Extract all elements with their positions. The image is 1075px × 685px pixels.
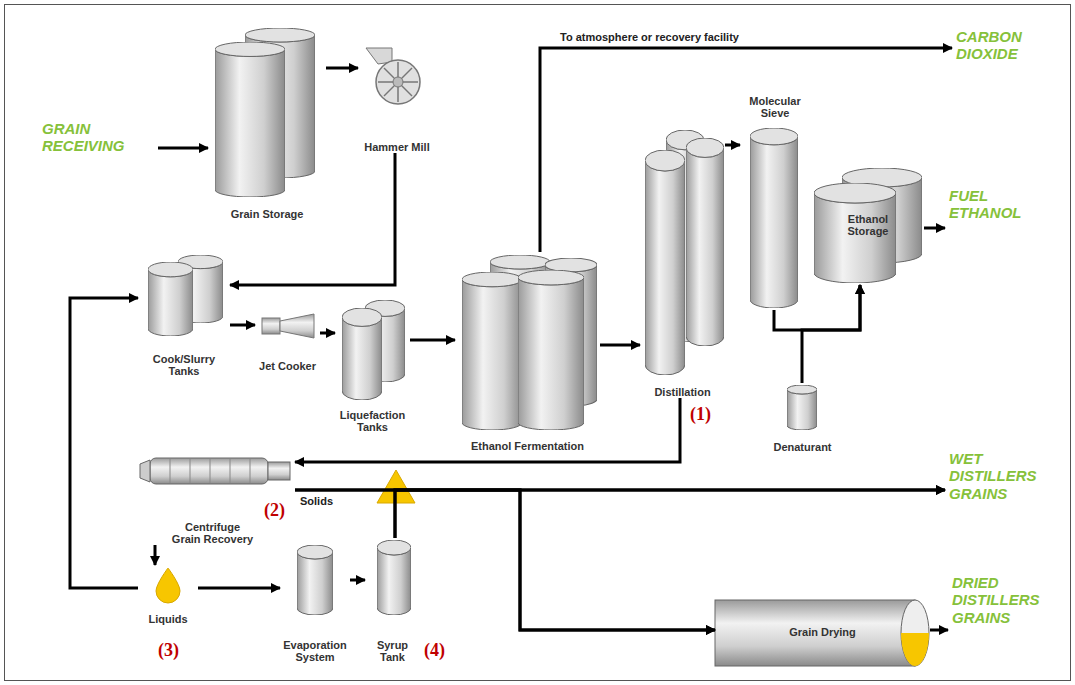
callout-number: (4) <box>424 640 445 661</box>
product-label-node: FUEL ETHANOL <box>945 185 1060 247</box>
evaporator <box>297 545 333 615</box>
flow-arrow <box>158 147 208 150</box>
equipment-node: Liquefaction Tanks <box>335 298 410 433</box>
centrifuge-cap <box>140 460 150 482</box>
product-label-node: GRAIN RECEIVING <box>38 118 158 178</box>
equipment-label: Grain Drying <box>789 626 856 638</box>
fermenter <box>518 270 584 430</box>
equipment-node: Cook/Slurry Tanks <box>138 252 230 377</box>
product-label: CARBON DIOXIDE <box>956 28 1060 63</box>
silo <box>215 42 285 197</box>
flow-arrow <box>725 144 740 147</box>
equipment-label: Distillation <box>654 386 710 398</box>
flow-arrow <box>540 48 952 252</box>
dryer-end <box>901 600 929 666</box>
flow-arrow <box>395 490 945 538</box>
equipment-label: Jet Cooker <box>259 360 316 372</box>
equipment-label: Liquefaction Tanks <box>335 409 410 433</box>
equipment-node: Grain Storage <box>208 25 326 220</box>
equipment-node: Syrup Tank <box>365 538 420 663</box>
equipment-label: Centrifuge Grain Recovery <box>170 521 255 545</box>
jet-cooker-cone <box>280 314 314 338</box>
callout-number: (3) <box>158 640 179 661</box>
equipment-label: Evaporation System <box>280 639 350 663</box>
equipment-node: Hammer Mill <box>358 45 436 153</box>
flow-label: Solids <box>300 495 333 507</box>
frame <box>5 5 1071 681</box>
flow-arrow <box>320 332 335 335</box>
column <box>686 138 724 346</box>
product-label: DRIED DISTILLERS GRAINS <box>952 574 1059 626</box>
flow-arrow <box>230 153 395 285</box>
column <box>645 150 685 375</box>
dryer-drum <box>715 600 915 666</box>
flow-label: To atmosphere or recovery facility <box>560 31 739 43</box>
equipment-label: Hammer Mill <box>364 141 429 153</box>
equipment-label: Cook/Slurry Tanks <box>138 353 230 377</box>
tank <box>342 308 382 400</box>
product-label-node: CARBON DIOXIDE <box>952 26 1064 84</box>
flow-arrow <box>198 587 280 590</box>
jet-cooker-body <box>262 318 280 334</box>
flow-arrow <box>802 285 860 383</box>
equipment-label: Molecular Sieve <box>740 95 810 119</box>
equipment-node: Ethanol Storage <box>812 165 924 285</box>
product-label: GRAIN RECEIVING <box>42 120 154 155</box>
equipment-node: Centrifuge Grain Recovery <box>135 450 295 545</box>
equipment-node: Distillation <box>640 128 725 398</box>
flow-arrow <box>600 344 640 347</box>
syrup-tank <box>377 540 411 615</box>
equipment-label: Ethanol Storage <box>837 213 899 237</box>
equipment-label: Liquids <box>148 613 187 625</box>
liquids-drop <box>156 568 180 603</box>
flow-arrow <box>326 67 358 70</box>
mill-blades <box>378 62 418 102</box>
equipment-node: Liquids <box>138 565 198 625</box>
equipment-node: Evaporation System <box>280 543 350 663</box>
equipment-label: Grain Storage <box>231 208 304 220</box>
flow-arrow <box>924 227 945 230</box>
product-label: WET DISTILLERS GRAINS <box>949 450 1059 502</box>
flow-arrow <box>395 490 715 630</box>
equipment-node: Molecular Sieve <box>740 95 810 310</box>
flow-arrow <box>295 490 715 630</box>
flow-arrow <box>295 398 680 462</box>
flow-arrow <box>70 298 138 588</box>
equipment-label: Denaturant <box>773 441 831 453</box>
denaturant-tank <box>787 385 817 430</box>
callout-number: (1) <box>690 404 711 425</box>
product-label-node: DRIED DISTILLERS GRAINS <box>948 572 1063 657</box>
mill-housing <box>376 60 420 104</box>
flow-arrow <box>410 339 455 342</box>
equipment-label: Ethanol Fermentation <box>471 440 584 452</box>
mill-hub <box>393 77 403 87</box>
sieve-vessel <box>750 128 798 308</box>
centrifuge-motor <box>268 462 290 480</box>
tank <box>148 262 193 336</box>
product-label-node: WET DISTILLERS GRAINS <box>945 448 1063 533</box>
flow-arrow <box>350 579 365 582</box>
centrifuge-ribs <box>170 459 250 483</box>
callout-number: (2) <box>264 500 285 521</box>
equipment-node: Ethanol Fermentation <box>455 252 600 452</box>
equipment-node: Denaturant <box>765 383 840 453</box>
equipment-node: Grain Drying <box>715 595 930 670</box>
flow-arrow <box>930 629 948 632</box>
flow-arrow <box>774 285 860 330</box>
equipment-node: Jet Cooker <box>255 312 320 372</box>
centrifuge-body <box>150 458 268 484</box>
flow-arrow <box>154 545 157 565</box>
equipment-label: Syrup Tank <box>365 639 420 663</box>
dryer-grain <box>901 633 929 666</box>
fermenter <box>462 272 522 430</box>
product-label: FUEL ETHANOL <box>949 187 1056 222</box>
flow-arrow <box>230 324 255 327</box>
